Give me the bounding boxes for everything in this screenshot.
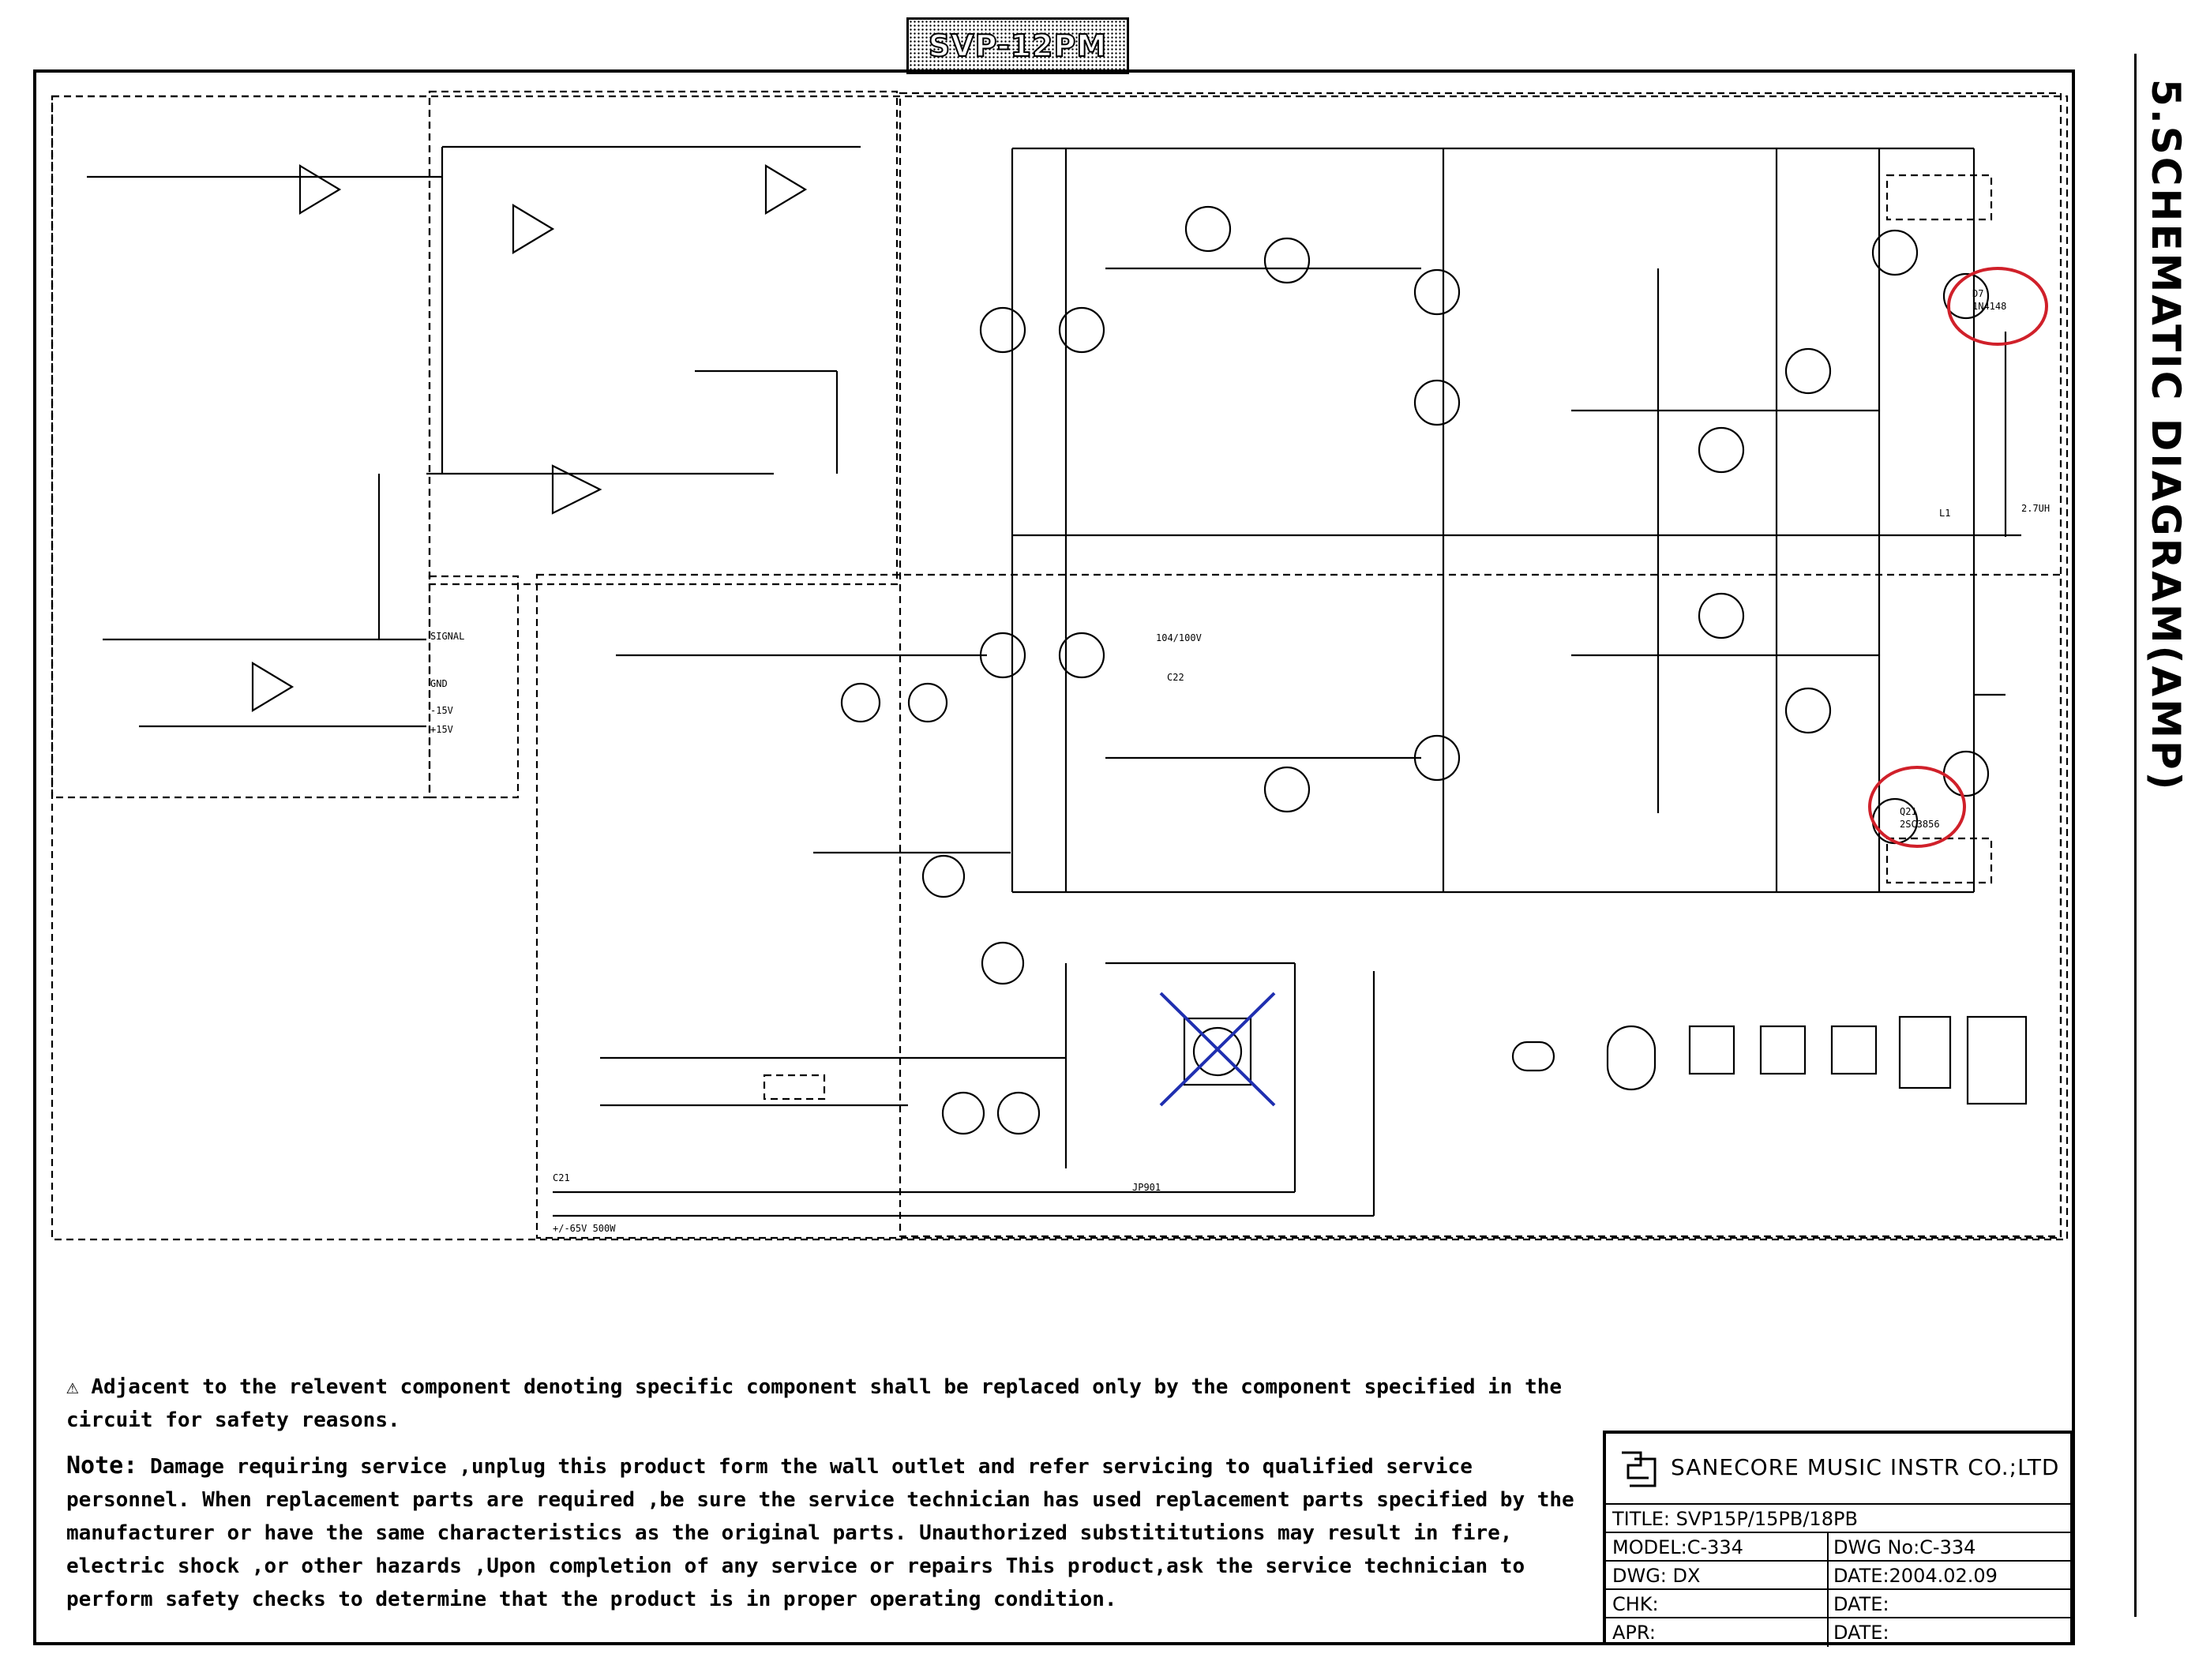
svg-text:GND: GND [430,678,448,689]
svg-text:-15V: -15V [430,705,453,716]
highlight-q20 [1947,267,2048,346]
warning-text: Adjacent to the relevent component denot… [66,1375,1563,1432]
component-labels: D7 1N4148 Q21 2SC3856 L1 2.7UH JP901 C21… [430,288,2050,1234]
side-rule [2134,54,2137,1617]
preamp-board-outline [428,90,899,586]
svg-text:C21: C21 [553,1172,570,1183]
company-logo-icon [1622,1451,1657,1487]
schematic-wiring [87,145,2021,1217]
note-label: Note: [66,1452,138,1479]
dwg-row: DWG: DX DATE:2004.02.09 [1606,1560,2070,1590]
title-block: SANECORE MUSIC INSTR CO.;LTD TITLE: SVP1… [1603,1431,2073,1647]
drawing-frame [33,69,2075,1645]
highlight-q19 [1868,766,1966,848]
svg-text:L1: L1 [1939,508,1950,519]
transistor-symbols [251,164,1990,1135]
chk-row: CHK: DATE: [1606,1588,2070,1618]
svg-text:1N4148: 1N4148 [1972,301,2006,312]
service-note: Note: Damage requiring service ,unplug t… [66,1449,1598,1616]
svg-text:D7: D7 [1972,288,1983,299]
r4-box [763,1074,826,1101]
svg-text:2SC3856: 2SC3856 [1900,819,1940,830]
svg-text:104/100V: 104/100V [1156,632,1202,643]
rb1-box [1885,837,1993,884]
rb2-box [1885,174,1993,221]
power-board-outline [899,92,2062,1238]
model-row: MODEL:C-334 DWG No:C-334 [1606,1532,2070,1562]
safety-warning: ⚠ Adjacent to the relevent component den… [66,1371,1567,1437]
warning-triangle-icon: ⚠ [66,1375,79,1399]
main-board-outline [535,573,2062,1239]
svg-text:2.7UH: 2.7UH [2021,503,2050,514]
svg-text:C22: C22 [1167,672,1184,683]
apr-row: APR: DATE: [1606,1617,2070,1647]
input-board-outline [51,95,431,799]
fan-crossed-out [1159,992,1276,1107]
svg-text:+15V: +15V [430,724,453,735]
svg-text:Q21: Q21 [1900,806,1917,817]
svg-text:JP901: JP901 [1132,1182,1161,1193]
company-header: SANECORE MUSIC INSTR CO.;LTD [1606,1434,2070,1503]
package-legend-drawings [1511,1015,2028,1105]
note-text: Damage requiring service ,unplug this pr… [66,1455,1574,1611]
svg-text:SIGNAL: SIGNAL [430,631,464,642]
company-name: SANECORE MUSIC INSTR CO.;LTD [1671,1454,2060,1480]
amp-board-outline [51,95,2069,1241]
title-row: TITLE: SVP15P/15PB/18PB [1606,1503,2070,1533]
model-badge: SVP-12PM [906,17,1129,74]
svg-text:+/-65V 500W: +/-65V 500W [553,1223,616,1234]
